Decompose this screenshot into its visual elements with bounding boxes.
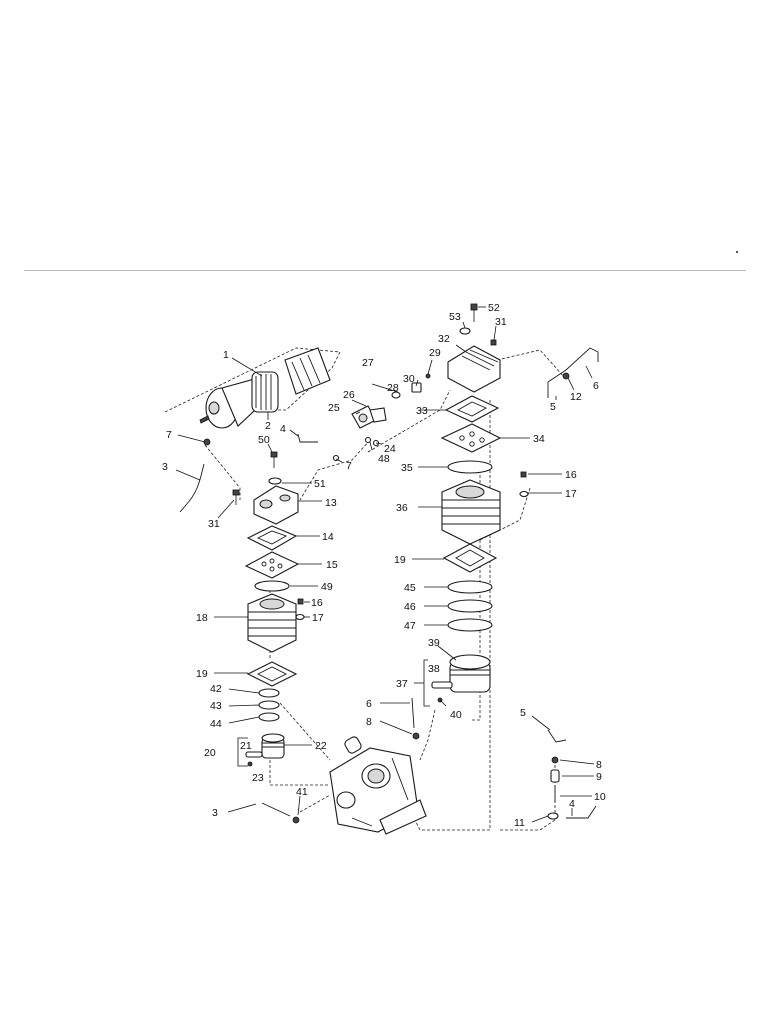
callout-52: 52 — [488, 302, 500, 314]
callout-2: 2 — [265, 420, 271, 432]
callout-25: 25 — [328, 402, 340, 414]
horizontal-divider — [24, 270, 746, 271]
callout-36: 36 — [396, 502, 408, 514]
callout-26: 26 — [343, 389, 355, 401]
callout-41: 41 — [296, 786, 308, 798]
callout-15: 15 — [326, 559, 338, 571]
callout-35: 35 — [401, 462, 413, 474]
callout-3: 3 — [162, 461, 168, 473]
callout-9: 9 — [596, 771, 602, 783]
callout-19: 19 — [394, 554, 406, 566]
leader-lines — [175, 306, 595, 823]
callout-5: 5 — [520, 707, 526, 719]
callout-30: 30 — [403, 373, 415, 385]
callout-32: 32 — [438, 333, 450, 345]
callout-12: 12 — [570, 391, 582, 403]
callout-53: 53 — [449, 311, 461, 323]
callout-16: 16 — [311, 597, 323, 609]
callout-18: 18 — [196, 612, 208, 624]
callout-42: 42 — [210, 683, 222, 695]
callout-28: 28 — [387, 382, 399, 394]
callout-4: 4 — [280, 423, 286, 435]
callout-10: 10 — [594, 791, 606, 803]
callout-50: 50 — [258, 434, 270, 446]
callout-47: 47 — [404, 620, 416, 632]
callout-14: 14 — [322, 531, 334, 543]
callout-49: 49 — [321, 581, 333, 593]
callout-19: 19 — [196, 668, 208, 680]
callout-34: 34 — [533, 433, 545, 445]
callout-7: 7 — [166, 429, 172, 441]
callout-46: 46 — [404, 601, 416, 613]
callout-labels: 1 2 3 4 5 6 7 7 50 51 31 13 14 15 49 16 … — [162, 302, 606, 829]
callout-17: 17 — [312, 612, 324, 624]
callout-37: 37 — [396, 678, 408, 690]
callout-51: 51 — [314, 478, 326, 490]
callout-3: 3 — [212, 807, 218, 819]
left-head-assembly — [232, 451, 305, 767]
callout-6: 6 — [593, 380, 599, 392]
callout-31: 31 — [208, 518, 220, 530]
callout-43: 43 — [210, 700, 222, 712]
left-tubes-and-fittings — [179, 433, 340, 824]
callout-13: 13 — [325, 497, 337, 509]
callout-31: 31 — [495, 316, 507, 328]
callout-29: 29 — [429, 347, 441, 359]
callout-24: 24 — [384, 443, 396, 455]
callout-17: 17 — [565, 488, 577, 500]
callout-38: 38 — [428, 663, 440, 675]
callout-40: 40 — [450, 709, 462, 721]
callout-4: 4 — [569, 798, 575, 810]
callout-23: 23 — [252, 772, 264, 784]
callout-27: 27 — [362, 357, 374, 369]
callout-7: 7 — [346, 460, 352, 472]
callout-39: 39 — [428, 637, 440, 649]
callout-16: 16 — [565, 469, 577, 481]
breather-assembly — [351, 373, 431, 447]
callout-20: 20 — [204, 747, 216, 759]
callout-8: 8 — [596, 759, 602, 771]
callout-22: 22 — [315, 740, 327, 752]
crankcase-assembly — [329, 736, 427, 835]
callout-5: 5 — [550, 401, 556, 413]
air-filter-assembly — [199, 347, 331, 429]
callout-21: 21 — [240, 740, 252, 752]
callout-11: 11 — [514, 817, 525, 829]
callout-48: 48 — [378, 453, 390, 465]
callout-44: 44 — [210, 718, 222, 730]
stray-mark — [736, 251, 738, 253]
callout-8: 8 — [366, 716, 372, 728]
callout-45: 45 — [404, 582, 416, 594]
callout-1: 1 — [223, 349, 229, 361]
callout-33: 33 — [416, 405, 428, 417]
callout-6: 6 — [366, 698, 372, 710]
right-tubes-and-fittings — [411, 347, 599, 820]
